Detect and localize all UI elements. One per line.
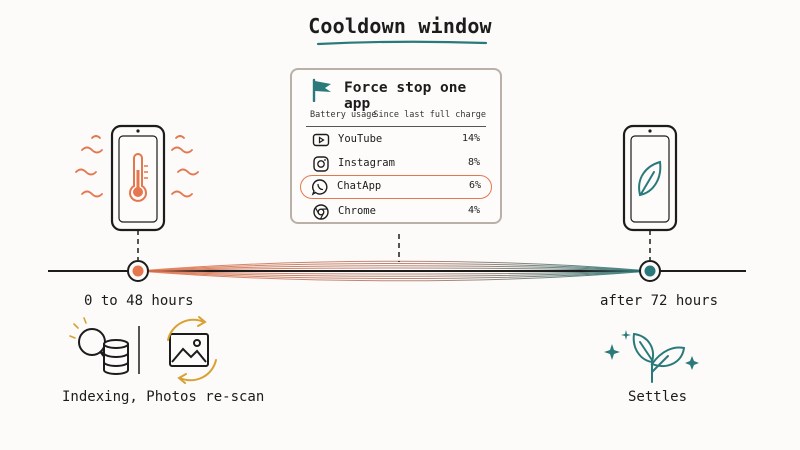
since-charge-label: Since last full charge: [373, 110, 486, 120]
title-underline: [316, 40, 488, 46]
right-time-label: after 72 hours: [600, 293, 719, 309]
chrome-icon: [313, 204, 329, 220]
right-node: [639, 260, 661, 282]
right-caption: Settles: [628, 389, 688, 405]
thermometer-icon: [129, 153, 148, 202]
left-time-label: 0 to 48 hours: [84, 293, 194, 309]
leaf-icon: [638, 160, 662, 197]
app-percent: 6%: [468, 180, 481, 191]
flag-icon: [312, 78, 331, 102]
app-percent: 4%: [467, 205, 480, 216]
app-percent: 14%: [461, 133, 480, 144]
card-divider: [306, 126, 486, 127]
left-caption: Indexing, Photos re-scan: [62, 389, 265, 405]
app-name: Instagram: [338, 157, 395, 169]
app-name: ChatApp: [337, 180, 382, 192]
camera-icon: [313, 156, 329, 172]
play-icon: [312, 133, 330, 147]
force-stop-card: Force stop one app Battery usage Since l…: [290, 68, 502, 224]
spark-lines-icon: [69, 317, 87, 339]
chat-bubble-icon: [311, 179, 328, 196]
photo-icon: [169, 333, 209, 367]
app-row-chatapp[interactable]: ChatApp 6%: [300, 175, 492, 199]
database-icon: [103, 339, 129, 375]
app-row-instagram[interactable]: Instagram 8%: [306, 152, 486, 176]
left-node: [127, 260, 149, 282]
app-name: YouTube: [338, 133, 383, 145]
sparkle-icon: [604, 330, 699, 370]
card-title: Force stop one app: [344, 80, 467, 112]
app-name: Chrome: [338, 205, 376, 217]
heat-waves-icon: [75, 135, 199, 198]
rescan-arrows-icon: [167, 316, 217, 384]
battery-usage-label: Battery usage: [310, 110, 377, 120]
sprout-icon: [632, 332, 686, 383]
page-title: Cooldown window: [308, 14, 492, 38]
app-row-youtube[interactable]: YouTube 14%: [306, 128, 486, 152]
cooldown-beam: [137, 260, 651, 282]
app-percent: 8%: [467, 157, 480, 168]
app-row-chrome[interactable]: Chrome 4%: [306, 200, 486, 224]
